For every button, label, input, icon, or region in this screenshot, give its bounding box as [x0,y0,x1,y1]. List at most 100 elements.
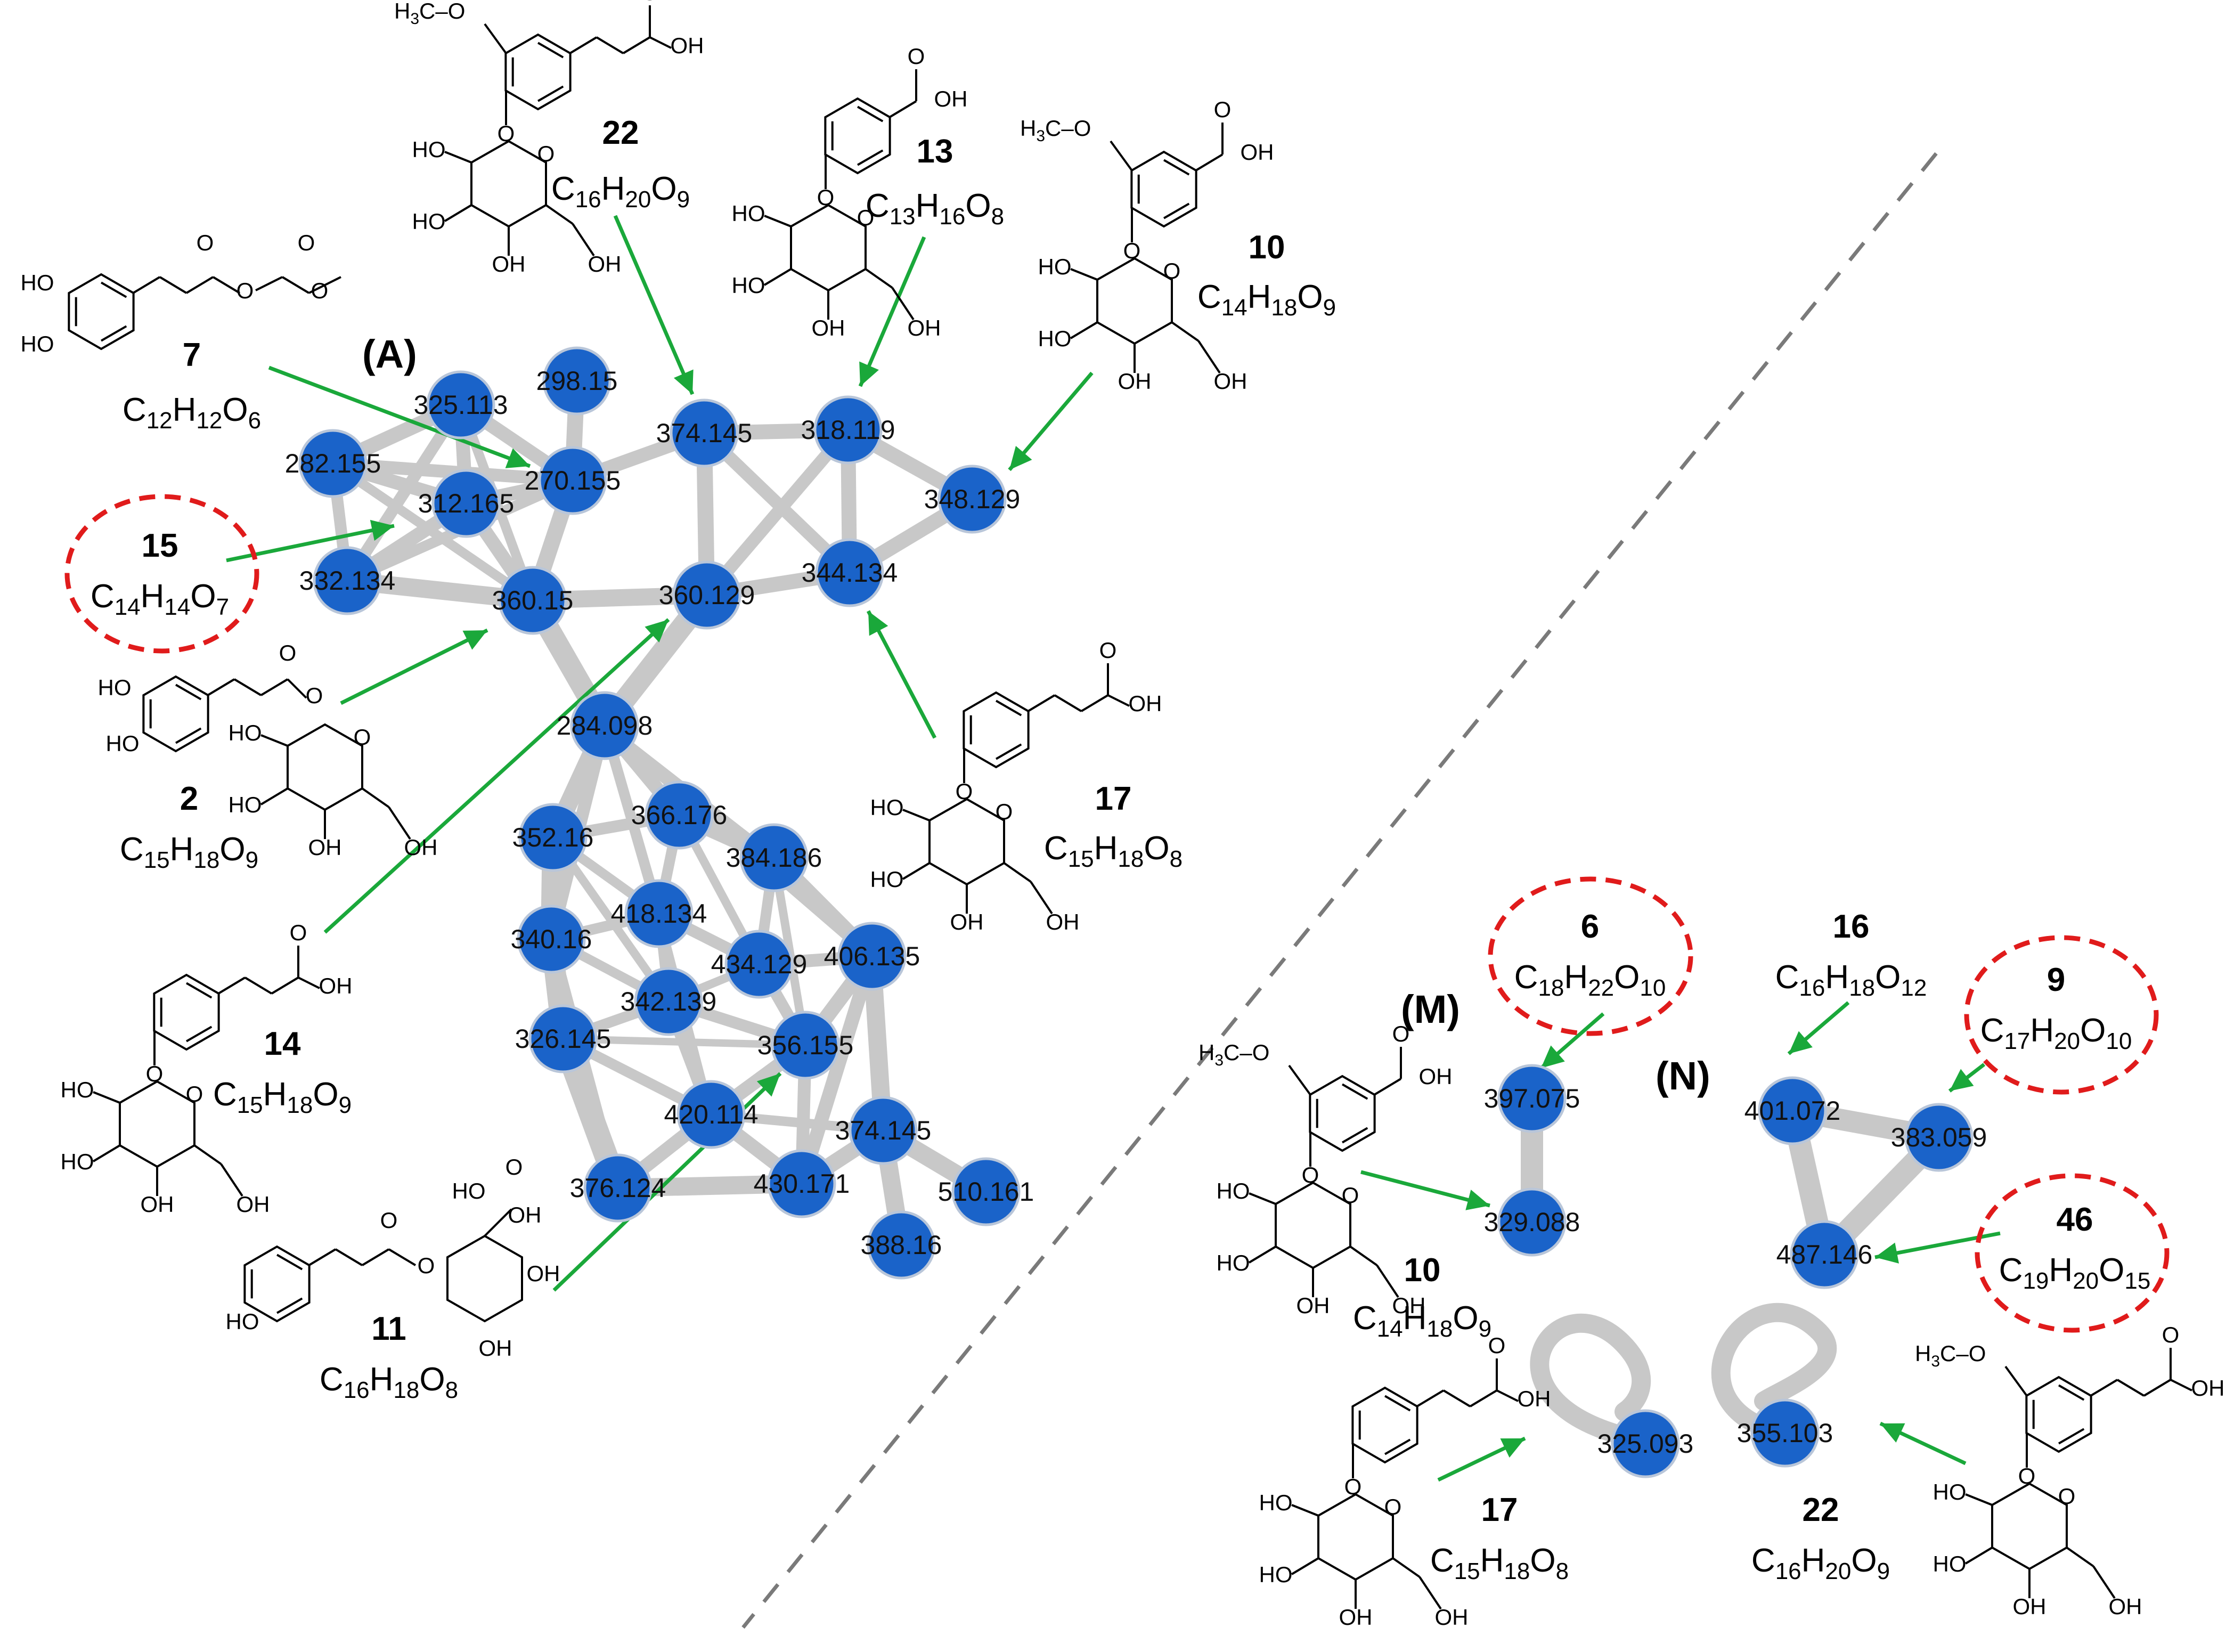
network-node[interactable]: 318.119 [801,395,895,465]
network-node[interactable]: 270.155 [525,446,621,515]
network-node[interactable]: 406.135 [824,922,920,991]
atom-label: O [197,230,214,255]
node-circle[interactable] [951,1157,1021,1226]
network-node[interactable]: 342.139 [621,967,717,1036]
highlight-ring-15 [64,494,259,654]
network-node[interactable]: 397.075 [1484,1064,1580,1133]
network-node[interactable]: 356.155 [757,1011,854,1080]
node-circle[interactable] [724,930,794,999]
node-circle[interactable] [517,905,586,974]
node-circle[interactable] [498,566,567,635]
node-circle[interactable] [1611,1409,1680,1478]
node-circle[interactable] [645,780,714,850]
network-node[interactable]: 374.145 [656,398,753,468]
atom-label: OH [934,86,968,111]
node-circle[interactable] [431,469,501,538]
network-node[interactable]: 401.072 [1744,1076,1841,1145]
node-label: 352.16 [512,823,594,852]
node-circle[interactable] [518,803,588,872]
node-circle[interactable] [1497,1064,1567,1133]
node-circle[interactable] [867,1210,936,1280]
node-circle[interactable] [570,691,639,760]
node-circle[interactable] [849,1096,918,1165]
network-node[interactable]: 284.098 [557,691,653,760]
node-circle[interactable] [583,1153,653,1223]
self-loop-edge [1711,1303,1837,1432]
network-node[interactable]: 325.093 [1597,1409,1694,1478]
atom-label: OH [141,1192,174,1217]
network-node[interactable]: 374.145 [835,1096,932,1165]
atom-label: HO [1217,1178,1250,1203]
node-circle[interactable] [1758,1076,1827,1145]
network-node[interactable]: 355.103 [1737,1398,1833,1468]
network-node[interactable]: 376.124 [570,1153,666,1223]
network-node[interactable]: 360.129 [659,560,755,630]
network-node[interactable]: 366.176 [631,780,728,850]
network-node[interactable]: 420.114 [664,1080,759,1149]
annotation-arrow [1360,1170,1490,1210]
network-node[interactable]: 298.15 [536,346,618,416]
node-circle[interactable] [813,395,883,465]
node-label: 510.161 [938,1177,1034,1207]
network-node[interactable]: 430.171 [754,1149,850,1218]
node-circle[interactable] [837,922,907,991]
atom-label: OH [2191,1376,2225,1401]
molecular-formula: C16H20O9 [551,170,690,213]
molecular-formula: C16H18O8 [320,1361,458,1403]
node-circle[interactable] [771,1011,840,1080]
network-node[interactable]: 325.113 [413,370,508,440]
network-node[interactable]: 384.186 [726,823,822,892]
atom-label: HO [1933,1551,1967,1576]
node-circle[interactable] [298,429,368,498]
network-node[interactable]: 344.134 [802,538,898,607]
node-circle[interactable] [528,1004,598,1073]
node-circle[interactable] [937,465,1007,534]
annotation-arrow [866,610,937,739]
network-node[interactable]: 510.161 [938,1157,1034,1226]
network-node[interactable]: 282.155 [285,429,381,498]
node-circle[interactable] [426,370,495,440]
network-node[interactable]: 329.088 [1484,1187,1580,1257]
node-circle[interactable] [815,538,884,607]
node-circle[interactable] [313,546,382,615]
annotation-arrow [323,618,670,934]
node-label: 326.145 [515,1024,611,1054]
node-circle[interactable] [767,1149,836,1218]
atom-label: HO [870,795,904,820]
network-node[interactable]: 352.16 [512,803,594,872]
node-circle[interactable] [1790,1220,1859,1289]
network-node[interactable]: 312.165 [418,469,515,538]
node-label: 360.15 [492,585,574,615]
network-node[interactable]: 388.16 [861,1210,942,1280]
node-circle[interactable] [1904,1103,1974,1172]
network-node[interactable]: 360.15 [492,566,574,635]
node-circle[interactable] [672,560,741,630]
network-node[interactable]: 348.129 [924,465,1021,534]
network-node[interactable]: 383.059 [1891,1103,1987,1172]
network-node[interactable]: 326.145 [515,1004,611,1073]
network-node[interactable]: 340.16 [511,905,592,974]
network-node[interactable]: 434.129 [711,930,808,999]
node-circle[interactable] [1497,1187,1567,1257]
compound-number: 11 [371,1311,406,1347]
network-node[interactable]: 332.134 [299,546,396,615]
atom-label: OH [588,251,622,276]
network-node[interactable]: 487.146 [1776,1220,1873,1289]
node-label: 332.134 [299,566,396,596]
node-circle[interactable] [739,823,809,892]
node-circle[interactable] [676,1080,746,1149]
node-circle[interactable] [670,398,739,468]
node-circle[interactable] [538,446,607,515]
node-circle[interactable] [1750,1398,1820,1468]
atom-label: O [237,278,254,303]
network-node[interactable]: 418.134 [611,879,707,948]
node-circle[interactable] [542,346,611,416]
atom-label: OH [1297,1293,1330,1318]
network-edge [795,949,879,1191]
atom-label: O [279,640,297,665]
node-circle[interactable] [624,879,694,948]
node-circle[interactable] [634,967,703,1036]
